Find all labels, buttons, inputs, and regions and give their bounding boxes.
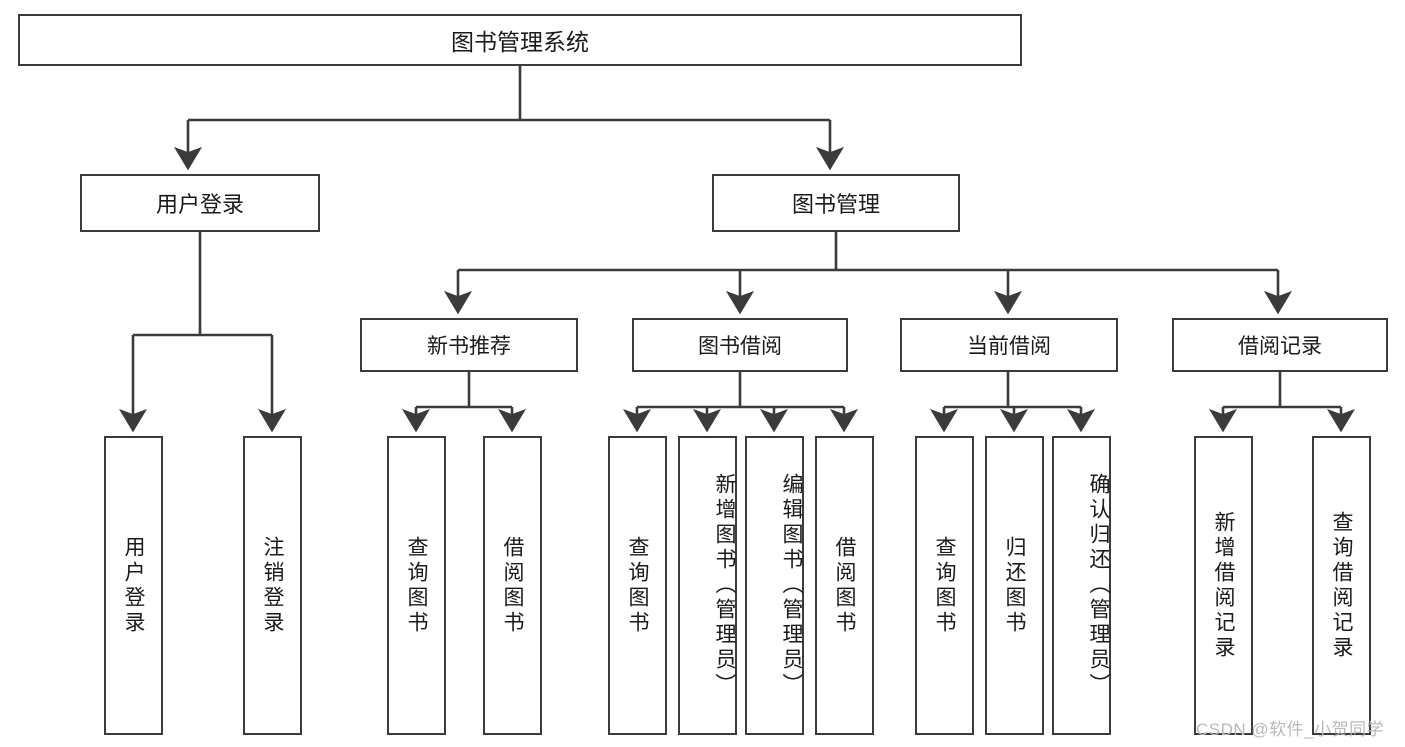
node-new-book-recommend-label: 新书推荐 <box>427 335 511 358</box>
leaf-node[interactable]: 新增图书（管理员） <box>678 436 737 735</box>
leaf-node[interactable]: 查询图书 <box>915 436 974 735</box>
node-root-system[interactable]: 图书管理系统 <box>18 14 1022 66</box>
leaf-node[interactable]: 新增借阅记录 <box>1194 436 1253 735</box>
node-book-management[interactable]: 图书管理 <box>712 174 960 232</box>
node-book-borrow[interactable]: 图书借阅 <box>632 318 848 372</box>
leaf-node-label: 编辑图书（管理员） <box>780 473 803 698</box>
node-borrow-records[interactable]: 借阅记录 <box>1172 318 1388 372</box>
leaf-node-label: 查询借阅记录 <box>1330 510 1353 661</box>
node-current-borrow[interactable]: 当前借阅 <box>900 318 1118 372</box>
leaf-node[interactable]: 注销登录 <box>243 436 302 735</box>
leaf-node[interactable]: 借阅图书 <box>483 436 542 735</box>
node-user-login[interactable]: 用户登录 <box>80 174 320 232</box>
leaf-node-label: 借阅图书 <box>501 535 524 636</box>
leaf-node[interactable]: 归还图书 <box>985 436 1044 735</box>
leaf-node-label: 借阅图书 <box>833 535 856 636</box>
leaf-node-label: 查询图书 <box>405 535 428 636</box>
leaf-node[interactable]: 用户登录 <box>104 436 163 735</box>
csdn-watermark: CSDN @软件_小贺同学 <box>1196 720 1385 739</box>
leaf-node-label: 归还图书 <box>1003 535 1026 636</box>
node-new-book-recommend[interactable]: 新书推荐 <box>360 318 578 372</box>
leaf-node[interactable]: 查询借阅记录 <box>1312 436 1371 735</box>
leaf-node[interactable]: 确认归还（管理员） <box>1052 436 1111 735</box>
leaf-node-label: 新增借阅记录 <box>1212 510 1235 661</box>
node-book-borrow-label: 图书借阅 <box>698 335 782 358</box>
leaf-node-label: 查询图书 <box>626 535 649 636</box>
node-book-management-label: 图书管理 <box>791 192 880 217</box>
leaf-node[interactable]: 查询图书 <box>387 436 446 735</box>
node-current-borrow-label: 当前借阅 <box>967 335 1051 358</box>
node-user-login-label: 用户登录 <box>155 192 244 217</box>
node-root-label: 图书管理系统 <box>451 29 589 55</box>
leaf-node[interactable]: 查询图书 <box>608 436 667 735</box>
leaf-node[interactable]: 编辑图书（管理员） <box>745 436 804 735</box>
leaf-node-label: 用户登录 <box>122 535 145 636</box>
leaf-node-label: 确认归还（管理员） <box>1087 473 1110 698</box>
leaf-node-label: 注销登录 <box>261 535 284 636</box>
leaf-node-label: 查询图书 <box>933 535 956 636</box>
leaf-node-label: 新增图书（管理员） <box>713 473 736 698</box>
leaf-node[interactable]: 借阅图书 <box>815 436 874 735</box>
node-borrow-records-label: 借阅记录 <box>1238 335 1322 358</box>
